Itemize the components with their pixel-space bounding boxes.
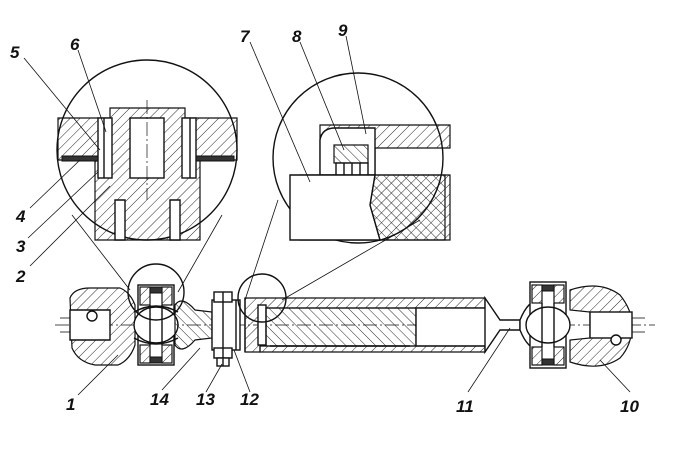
- callout-9: 9: [338, 21, 348, 40]
- right-cross-assembly: [519, 281, 571, 369]
- leader-5: [23, 57, 101, 151]
- callout-1: 1: [66, 395, 75, 414]
- callout-14: 14: [150, 390, 169, 409]
- leader-1: [77, 354, 119, 396]
- leader-2: [29, 185, 111, 267]
- leader-detail-b-right: [281, 219, 421, 301]
- callout-12: 12: [240, 390, 259, 409]
- leader-11: [467, 327, 511, 393]
- leader-8: [299, 41, 345, 151]
- callout-2: 2: [15, 267, 26, 286]
- left-yoke: [60, 287, 136, 366]
- left-cross-assembly: [133, 284, 179, 366]
- telescopic-tube: [244, 295, 521, 355]
- callout-5: 5: [10, 43, 20, 62]
- leader-detail-a-right: [177, 214, 223, 293]
- leader-10: [599, 359, 631, 393]
- callout-6: 6: [70, 35, 80, 54]
- leader-detail-a-left: [71, 214, 131, 291]
- leader-4: [29, 159, 81, 209]
- leader-14: [161, 347, 201, 391]
- detail-view-b: [272, 72, 451, 244]
- detail-a-marker: [127, 263, 185, 321]
- detail-b-marker: [237, 273, 287, 323]
- callout-10: 10: [620, 397, 639, 416]
- callout-13: 13: [196, 390, 215, 409]
- leader-detail-b-left: [244, 199, 279, 301]
- leader-7: [249, 41, 311, 183]
- leader-6: [77, 49, 107, 133]
- callout-8: 8: [292, 27, 302, 46]
- callout-11: 11: [456, 397, 474, 416]
- leader-12: [233, 349, 251, 393]
- callout-3: 3: [16, 237, 26, 256]
- detail-view-a: [56, 59, 238, 241]
- leader-13: [205, 363, 223, 393]
- right-yoke: [569, 285, 645, 367]
- callout-7: 7: [240, 27, 251, 46]
- callout-4: 4: [15, 207, 26, 226]
- leader-3: [27, 171, 99, 239]
- middle-yoke: [174, 291, 241, 367]
- leader-9: [345, 35, 367, 135]
